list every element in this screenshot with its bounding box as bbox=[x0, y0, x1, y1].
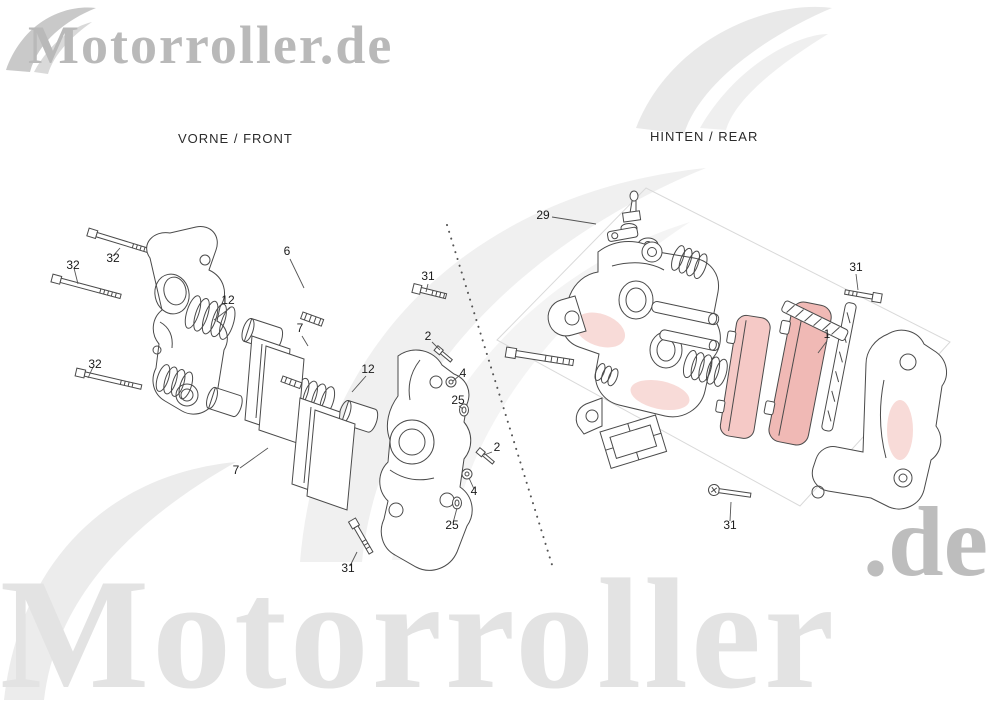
callout-1: 1 bbox=[824, 327, 831, 341]
callout-4-lower: 4 bbox=[471, 484, 478, 498]
front-axle-bolt-3 bbox=[74, 367, 143, 390]
front-mounting-bracket bbox=[146, 226, 228, 415]
callout-25-lower: 25 bbox=[445, 518, 459, 532]
callout-labels: 32 32 32 6 12 7 12 7 31 2 4 25 2 4 25 31… bbox=[66, 208, 863, 575]
front-axle-bolt-1 bbox=[86, 227, 154, 255]
watermark-top-logo-text: Motorroller.de bbox=[28, 15, 394, 75]
rear-section-label: HINTEN / REAR bbox=[650, 129, 759, 144]
rear-spring-small bbox=[594, 363, 619, 387]
logo-swoosh-icon bbox=[6, 7, 96, 74]
front-caliper-knuckle bbox=[379, 349, 473, 571]
callout-32-top: 32 bbox=[106, 251, 120, 265]
rear-bracket-bolt-right bbox=[844, 289, 883, 304]
callout-4-upper: 4 bbox=[460, 366, 467, 380]
front-brake-pads-lower bbox=[291, 397, 356, 511]
leader-lines bbox=[73, 216, 859, 567]
rear-assembly bbox=[496, 187, 951, 510]
front-caliper-bolt-upper bbox=[411, 283, 448, 300]
rear-brake-pad-inner bbox=[715, 314, 771, 439]
front-spring-lower-1 bbox=[155, 364, 194, 400]
rear-boundary-guide bbox=[496, 187, 951, 507]
rear-slide-bolt bbox=[504, 346, 575, 367]
front-rear-divider-line bbox=[446, 224, 554, 569]
front-bleeder-screw-upper bbox=[433, 344, 453, 363]
rear-shim-plate bbox=[781, 300, 849, 341]
callout-32-low: 32 bbox=[88, 357, 102, 371]
rear-pad-retainer-spring bbox=[599, 414, 668, 469]
front-spring-upper bbox=[184, 295, 236, 340]
callout-31-front-top: 31 bbox=[421, 269, 435, 283]
rear-caliper-body bbox=[547, 241, 721, 435]
callout-29: 29 bbox=[536, 208, 550, 222]
front-piston-lower-1 bbox=[206, 386, 243, 418]
rear-slide-pin-upper bbox=[651, 301, 720, 326]
rear-bracket-bolt-bottom bbox=[708, 484, 752, 498]
front-brake-pads-upper bbox=[244, 335, 305, 444]
rear-slide-pin-lower bbox=[659, 329, 720, 352]
callout-31-rear-bot: 31 bbox=[723, 518, 737, 532]
front-pad-clip-upper bbox=[299, 311, 325, 327]
callout-2-lower: 2 bbox=[494, 440, 501, 454]
background-swoosh-top-right bbox=[636, 6, 832, 134]
rear-caliper-bracket bbox=[811, 329, 948, 510]
front-assembly bbox=[50, 226, 495, 571]
front-caliper-bolt-lower bbox=[347, 517, 374, 555]
callout-31-rear-right: 31 bbox=[849, 260, 863, 274]
front-section-label: VORNE / FRONT bbox=[178, 131, 293, 146]
callout-31-front-bot: 31 bbox=[341, 561, 355, 575]
callout-7-lower: 7 bbox=[233, 463, 240, 477]
callout-7-upper: 7 bbox=[297, 321, 304, 335]
rear-spring-upper bbox=[671, 245, 708, 280]
front-pad-clip-lower bbox=[280, 375, 303, 390]
front-washer-upper bbox=[445, 376, 457, 388]
front-washer-lower bbox=[461, 468, 473, 480]
front-cap-lower bbox=[452, 496, 462, 510]
callout-12-lower: 12 bbox=[361, 362, 375, 376]
front-cap-upper bbox=[459, 403, 469, 417]
callout-25-upper: 25 bbox=[451, 393, 465, 407]
callout-2-upper: 2 bbox=[425, 329, 432, 343]
front-axle-bolt-2 bbox=[50, 273, 122, 300]
callout-32-mid: 32 bbox=[66, 258, 80, 272]
front-bleeder-screw-lower bbox=[475, 446, 495, 465]
callout-6: 6 bbox=[284, 244, 291, 258]
callout-12-upper: 12 bbox=[221, 293, 235, 307]
rear-spring-lower bbox=[682, 349, 728, 387]
watermark-de-suffix: .de bbox=[863, 486, 988, 597]
rear-pad-shim bbox=[821, 302, 857, 432]
watermark-bottom-text: Motorroller bbox=[0, 547, 838, 715]
rear-brake-pad-outer bbox=[763, 301, 832, 446]
background-swoosh-bottom-left bbox=[4, 462, 236, 700]
